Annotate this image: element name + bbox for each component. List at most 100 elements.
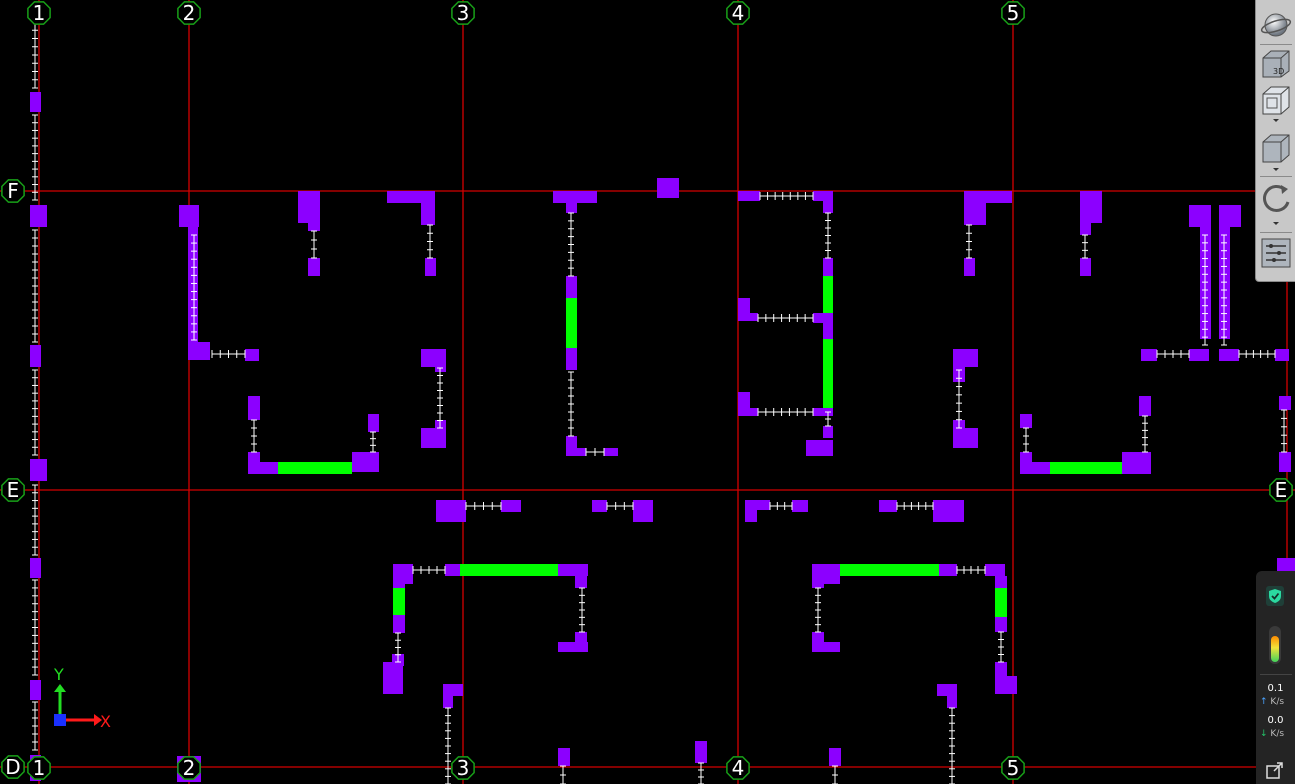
opening-44 <box>698 762 704 784</box>
rotate-icon[interactable] <box>1259 178 1293 228</box>
column-65 <box>1020 414 1032 428</box>
column-34 <box>738 191 760 201</box>
download-speed-unit: ↓ K/s <box>1260 729 1294 739</box>
column-11 <box>298 191 320 223</box>
view-cube-icon[interactable] <box>1259 130 1293 174</box>
column-96 <box>995 576 1007 588</box>
opening-11 <box>437 367 443 429</box>
column-38 <box>813 313 833 323</box>
column-89 <box>393 615 405 633</box>
grid-bubble-left-D-marker <box>1 755 25 779</box>
opening-20 <box>757 408 814 416</box>
column-58 <box>1189 349 1209 361</box>
opening-0 <box>32 21 38 89</box>
column-31 <box>566 448 586 456</box>
column-48 <box>964 203 986 225</box>
opening-6 <box>32 701 38 751</box>
column-107 <box>937 684 957 696</box>
column-51 <box>1080 223 1091 235</box>
y-axis-arrow <box>54 684 66 692</box>
origin-marker <box>54 714 66 726</box>
grid-bubble-top-5-marker <box>1001 1 1025 25</box>
view-box-icon[interactable] <box>1259 84 1293 124</box>
opening-9 <box>311 230 317 259</box>
grid-bubble-left-F-marker <box>1 179 25 203</box>
opening-25 <box>1221 234 1227 346</box>
column-41 <box>738 313 758 321</box>
orbit-icon[interactable] <box>1259 8 1293 42</box>
column-50 <box>1080 191 1102 223</box>
ucs-axes: XY <box>53 665 111 731</box>
column-52 <box>1080 258 1091 276</box>
column-24 <box>368 414 379 432</box>
upload-arrow-icon: ↑ <box>1260 697 1268 707</box>
column-54 <box>1219 205 1241 227</box>
wall-7 <box>393 584 405 616</box>
grid-bubble-right-E: E <box>1275 478 1288 502</box>
toolbar-separator <box>1260 232 1292 233</box>
column-27 <box>566 203 577 213</box>
grid-bubble-top-1: 1 <box>33 1 46 25</box>
column-103 <box>443 696 453 708</box>
view-3d-icon[interactable]: 3D <box>1259 46 1293 80</box>
grid-bubble-bottom-4: 4 <box>732 756 745 780</box>
export-icon[interactable] <box>1265 760 1285 780</box>
upload-unit-label: K/s <box>1270 697 1285 707</box>
column-97 <box>995 617 1007 632</box>
column-92 <box>812 564 840 584</box>
column-23 <box>248 462 278 474</box>
column-76 <box>633 500 653 522</box>
opening-40 <box>815 587 821 633</box>
opening-27 <box>1238 350 1276 358</box>
opening-15 <box>568 371 574 437</box>
upload-speed-unit: ↑ K/s <box>1260 697 1294 707</box>
network-status-panel: 0.1 ↑ K/s 0.0 ↓ K/s <box>1256 571 1295 784</box>
column-4 <box>30 558 41 578</box>
opening-36 <box>412 566 446 574</box>
column-3 <box>30 459 47 481</box>
opening-18 <box>825 212 831 259</box>
grid-bubble-left-E-marker <box>1 478 25 502</box>
columns <box>30 92 1295 782</box>
opening-21 <box>825 411 831 427</box>
openings <box>32 21 1287 784</box>
opening-32 <box>465 502 502 510</box>
opening-26 <box>1156 350 1190 358</box>
opening-1 <box>32 114 38 201</box>
opening-45 <box>832 765 838 784</box>
grid-bubble-bottom-4-marker <box>726 756 750 780</box>
grid-bubble-bottom-2: 2 <box>183 756 196 780</box>
grid-bubble-top-4: 4 <box>732 1 745 25</box>
grid-bubble-left-E: E <box>7 478 20 502</box>
column-59 <box>1219 349 1239 361</box>
column-106 <box>829 748 841 766</box>
column-10 <box>245 349 259 361</box>
opening-30 <box>1142 415 1148 453</box>
wall-3 <box>278 462 352 474</box>
column-8 <box>188 227 198 342</box>
column-12 <box>308 223 320 231</box>
column-105 <box>695 741 707 763</box>
display-settings-icon[interactable] <box>1259 236 1293 270</box>
column-101 <box>995 676 1017 694</box>
view-toolbar: 3D <box>1255 0 1295 282</box>
opening-5 <box>32 579 38 676</box>
column-63 <box>953 428 978 448</box>
opening-7 <box>191 234 197 341</box>
opening-2 <box>32 229 38 343</box>
column-82 <box>393 564 413 584</box>
column-90 <box>383 662 403 694</box>
opening-46 <box>949 707 955 784</box>
wall-6 <box>840 564 939 576</box>
opening-10 <box>427 224 433 259</box>
column-99 <box>812 642 840 652</box>
shield-icon[interactable] <box>1266 586 1284 606</box>
opening-24 <box>1202 234 1208 346</box>
opening-41 <box>395 632 401 663</box>
opening-28 <box>956 369 962 429</box>
column-5 <box>30 680 41 700</box>
column-84 <box>445 564 460 576</box>
column-57 <box>1141 349 1157 361</box>
